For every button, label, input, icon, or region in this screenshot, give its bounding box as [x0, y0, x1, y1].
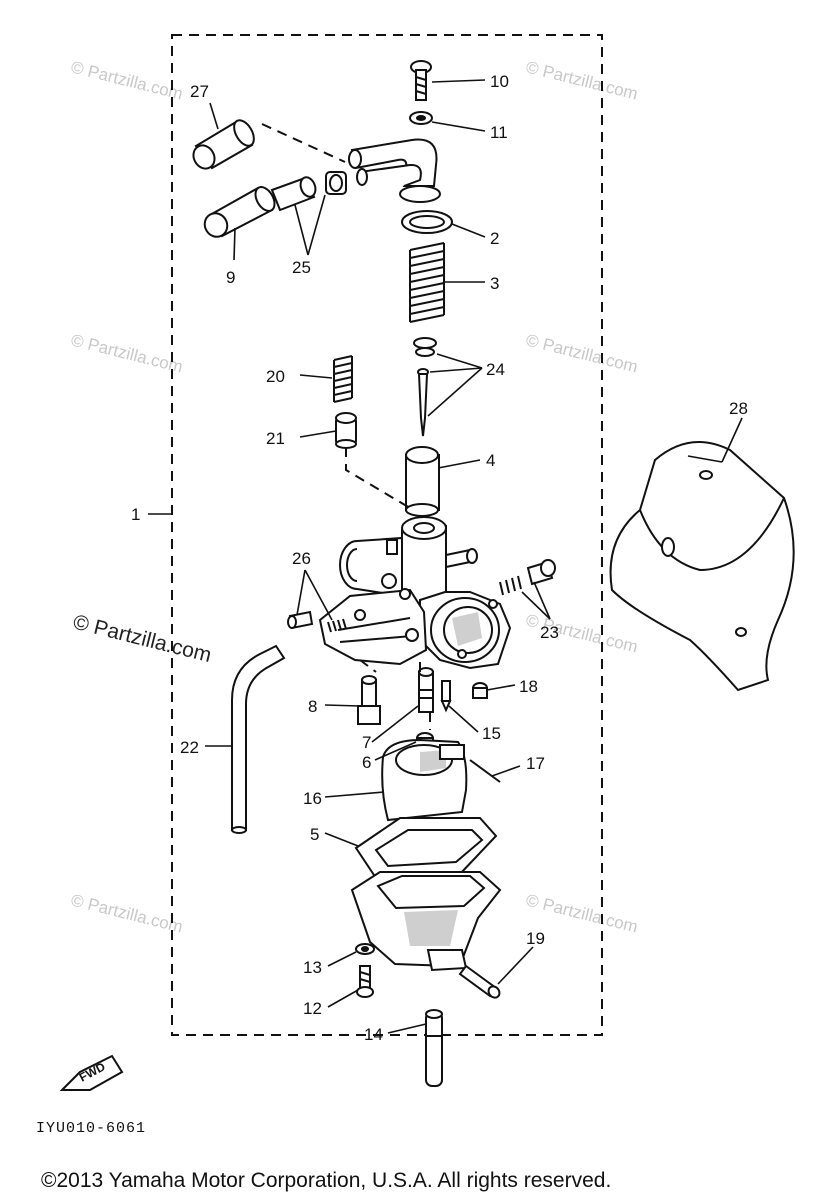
callout-15: 15 [482, 724, 501, 743]
callout-10: 10 [490, 72, 509, 91]
part-25-adjuster-nut [270, 171, 347, 212]
part-28-cover [609, 441, 795, 692]
callout-1: 1 [131, 505, 140, 524]
part-21-plunger [335, 412, 357, 449]
callout-27: 27 [190, 82, 209, 101]
watermark: © Partzilla.com [69, 890, 185, 936]
callout-11: 11 [490, 123, 508, 142]
watermark: © Partzilla.com [69, 330, 185, 376]
part-9-boot [203, 186, 276, 238]
callout-3: 3 [490, 274, 499, 293]
callout-28: 28 [729, 399, 748, 418]
part-24-needle-and-clip [413, 337, 437, 437]
callout-22: 22 [180, 738, 199, 757]
callout-5: 5 [310, 825, 319, 844]
callout-25: 25 [292, 258, 311, 277]
leader-lines [148, 79, 743, 1034]
part-19-drain-screw [458, 964, 501, 999]
part-14-drain-hose [425, 1009, 443, 1087]
part-16-float [381, 738, 468, 822]
part-8-pilot-jet [357, 675, 381, 725]
callout-7: 7 [362, 733, 371, 752]
watermark: © Partzilla.com [524, 57, 640, 103]
callout-26: 26 [292, 549, 311, 568]
part-5-gasket [354, 817, 498, 880]
watermark-group: © Partzilla.com © Partzilla.com © Partzi… [69, 57, 640, 936]
callout-6: 6 [362, 753, 371, 772]
part-17-float-pin [469, 759, 501, 783]
part-10-screw [410, 60, 432, 101]
part-2-gasket [401, 210, 453, 234]
part-27-boot [192, 119, 255, 170]
part-3-spring [409, 242, 445, 323]
part-4-throttle-valve [405, 446, 440, 517]
callout-13: 13 [303, 958, 322, 977]
fwd-arrow: FWD [59, 1054, 124, 1091]
callout-23: 23 [540, 623, 559, 642]
carburetor-body [318, 516, 512, 670]
float-bowl [350, 871, 502, 972]
diagram-code: IYU010-6061 [36, 1120, 146, 1137]
callout-24: 24 [486, 360, 505, 379]
callout-19: 19 [526, 929, 545, 948]
watermark-dark: © Partzilla.com [71, 611, 214, 668]
callout-12: 12 [303, 999, 322, 1018]
callout-21: 21 [266, 429, 285, 448]
part-22-vent-hose [231, 644, 286, 834]
callout-8: 8 [308, 697, 317, 716]
part-12-screw [356, 965, 374, 998]
callout-labels: 10 11 2 3 24 4 1 27 9 25 20 21 26 23 8 7… [131, 72, 748, 1044]
part-7-needle-jet [418, 667, 434, 713]
part-23-stop-screw [499, 559, 556, 596]
part-26-air-screw [287, 610, 347, 633]
copyright-notice: ©2013 Yamaha Motor Corporation, U.S.A. A… [41, 1169, 611, 1192]
part-13-washer [355, 943, 375, 955]
part-11-washer [409, 111, 433, 125]
watermark: © Partzilla.com [524, 330, 640, 376]
callout-4: 4 [486, 451, 495, 470]
callout-17: 17 [526, 754, 545, 773]
part-20-spring [333, 355, 353, 403]
callout-20: 20 [266, 367, 285, 386]
watermark: © Partzilla.com [69, 57, 185, 103]
callout-18: 18 [519, 677, 538, 696]
callout-16: 16 [303, 789, 322, 808]
part-15-float-needle [440, 680, 452, 713]
callout-2: 2 [490, 229, 499, 248]
part-18-screw [472, 682, 488, 699]
callout-14: 14 [364, 1025, 383, 1044]
part-pipe-cap [348, 138, 441, 203]
callout-9: 9 [226, 268, 235, 287]
